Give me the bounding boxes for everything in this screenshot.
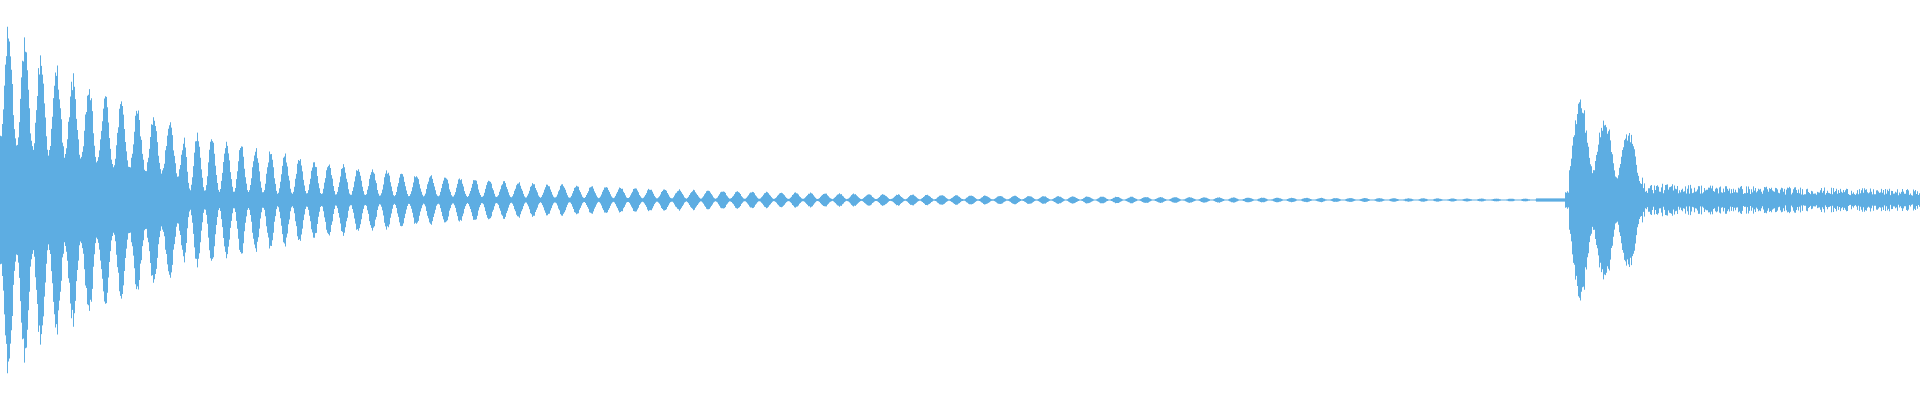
waveform-bars (0, 26, 1920, 374)
